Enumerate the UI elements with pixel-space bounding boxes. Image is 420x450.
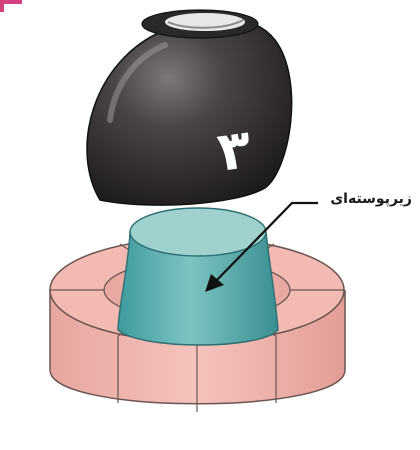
teal-core-top <box>130 208 266 256</box>
teal-core <box>118 208 278 345</box>
callout-label: زیرپوسته‌ای <box>320 191 412 207</box>
dark-cap: ۳ <box>87 10 292 205</box>
corner-mark-vertical <box>0 0 4 12</box>
